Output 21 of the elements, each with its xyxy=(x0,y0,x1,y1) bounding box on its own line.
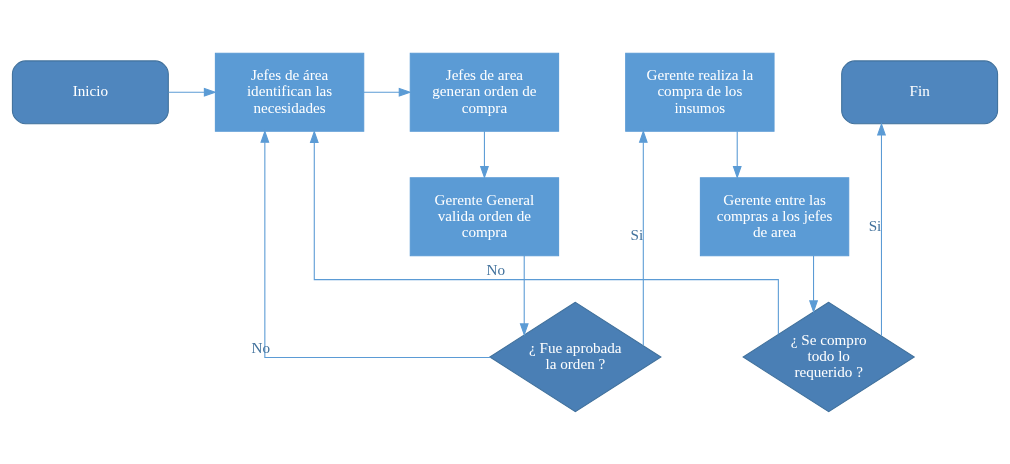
arrow xyxy=(479,130,489,179)
node-box: Jefes de área identifican las necesidades xyxy=(214,52,365,132)
arrow xyxy=(168,87,217,97)
node-diamond: ¿ Fue aprobada la orden ? xyxy=(488,301,662,412)
arrow xyxy=(519,254,529,336)
arrow xyxy=(260,129,492,358)
edge-label: No xyxy=(486,260,506,278)
edge-label: Si xyxy=(630,225,644,243)
node-box: Jefes de area generan orden de compra xyxy=(409,52,560,132)
arrow xyxy=(809,254,819,313)
arrow xyxy=(638,129,648,346)
node-box: Gerente realiza la compra de los insumos xyxy=(625,52,775,132)
arrow xyxy=(363,87,412,97)
edge-label: Si xyxy=(868,216,882,234)
node-box: Gerente General valida orden de compra xyxy=(409,176,560,256)
node-box: Gerente entre las compras a los jefes de area xyxy=(699,176,850,256)
arrow xyxy=(309,129,779,335)
node-box: Fin xyxy=(841,59,999,124)
node-box: Inicio xyxy=(11,59,169,124)
arrow xyxy=(876,121,887,336)
arrow xyxy=(732,130,742,179)
